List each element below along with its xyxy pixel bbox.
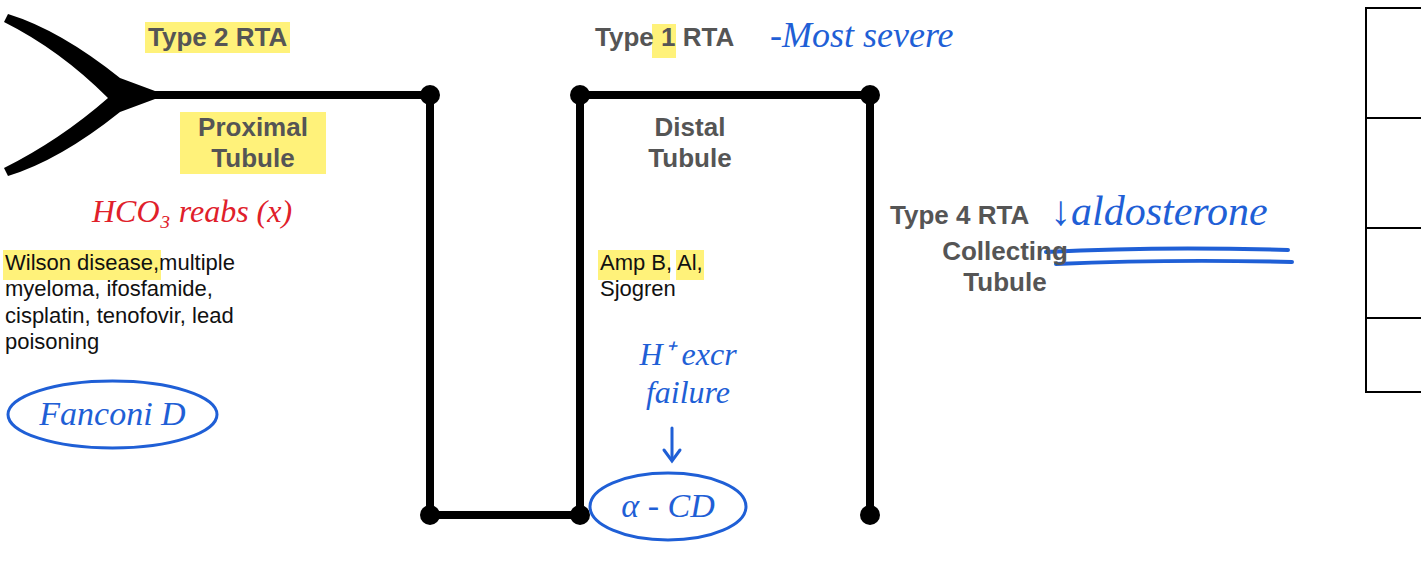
alpha-cd-oval: α - CD [587, 470, 749, 543]
fanconi-oval: Fanconi D [5, 378, 220, 451]
junction-dots [420, 85, 880, 525]
cause-list: Amp B, Al, Sjogren [600, 250, 740, 303]
tubule-type-heading: Type 4 RTA [890, 200, 1029, 231]
table-edge [1366, 8, 1421, 392]
segment-name: Collecting Tubule [930, 236, 1080, 298]
handwritten-note: -Most severe [770, 14, 954, 57]
oval-text: α - CD [587, 486, 749, 527]
handwritten-note: ↓aldosterone [1050, 186, 1268, 236]
cause-list: Wilson disease,multiple myeloma, ifosfam… [5, 250, 267, 356]
handwritten-arrow [664, 428, 680, 461]
tubule-line [150, 95, 870, 515]
tubule-fork [4, 14, 155, 176]
tubule-type-heading: Type 2 RTA [145, 22, 290, 53]
underline [1046, 248, 1292, 264]
oval-text: Fanconi D [5, 394, 220, 435]
handwritten-note: HCO₃ reabs (x) [92, 192, 292, 230]
handwritten-note: H⁺ excr failure [608, 335, 768, 412]
segment-name: Proximal Tubule [180, 112, 326, 174]
segment-name: Distal Tubule [620, 112, 760, 174]
tubule-type-heading: Type 1 RTA [595, 22, 734, 53]
